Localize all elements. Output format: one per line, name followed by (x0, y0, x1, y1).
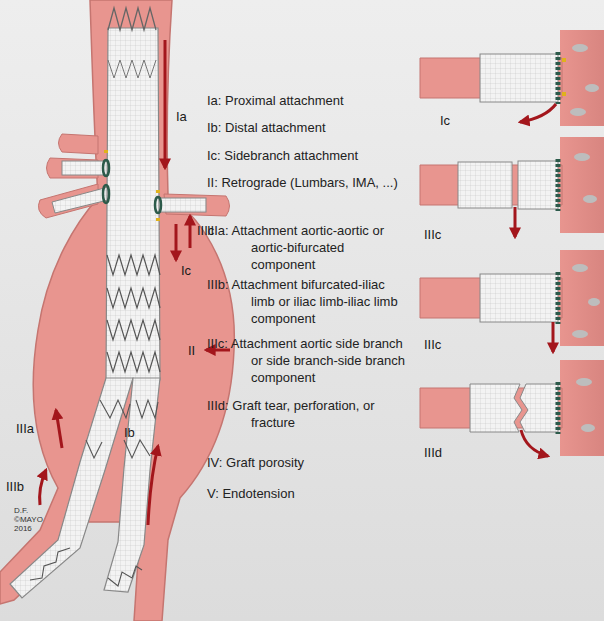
detail-panel-part (560, 137, 604, 233)
detail-panel-part (562, 58, 566, 62)
detail-panel-part (570, 108, 586, 116)
detail-panel-part (560, 250, 604, 346)
stent-graft-part (155, 197, 161, 213)
type-description: IIIc: Attachment aortic side branch or s… (207, 335, 411, 386)
callout-label: IIIb (6, 478, 24, 495)
detail-panel-part (514, 207, 517, 237)
detail-panel-part (572, 330, 588, 338)
detail-panel (420, 137, 604, 237)
callout-label: Ic (181, 262, 191, 279)
branch-stent-part (62, 161, 108, 175)
branch-stent-part (156, 198, 206, 212)
stent-graft-part (107, 320, 160, 340)
detail-panel-part (556, 272, 561, 324)
detail-panel-part (585, 84, 599, 92)
detail-panel-part (572, 264, 588, 272)
branch-stent-part (52, 187, 108, 213)
aorta-part (0, 0, 234, 621)
stent-graft-part (107, 352, 160, 372)
callout-label: II (188, 342, 195, 359)
type-description: Ia: Proximal attachment (207, 92, 411, 109)
detail-panel-part (583, 195, 597, 203)
callout-label: IIIc (424, 336, 441, 353)
detail-panel-part (562, 92, 566, 96)
stent-graft-part (103, 185, 109, 203)
detail-panel-part (552, 322, 555, 352)
detail-panel-part (518, 161, 558, 209)
detail-panel-part (574, 153, 590, 161)
callout-label: Ic (440, 112, 450, 129)
callout-label: IIId (424, 444, 442, 461)
leak-arrow-part (175, 224, 178, 260)
detail-panel-part (588, 298, 600, 306)
stent-graft-part (108, 566, 142, 586)
stent-graft-part (107, 288, 160, 308)
leak-arrow-part (148, 446, 158, 525)
detail-panel (420, 250, 604, 352)
type-description: V: Endotension (207, 485, 411, 502)
stent-graft-part (156, 190, 160, 193)
type-description: IIIb: Attachment bifurcated-iliac limb o… (207, 276, 411, 327)
callout-label: IIIc (424, 226, 441, 243)
detail-panel-part (556, 159, 561, 211)
type-description: IIId: Graft tear, perforation, or fractu… (207, 397, 411, 431)
detail-panel (420, 30, 604, 126)
leak-arrow (40, 40, 230, 525)
type-description: Ic: Sidebranch attachment (207, 147, 411, 164)
detail-panel-part (556, 52, 561, 104)
detail-panel (420, 360, 604, 456)
stent-graft-part (107, 255, 160, 275)
detail-panel-part (560, 30, 604, 126)
aorta-part (59, 134, 99, 154)
stent-graft-part (106, 28, 160, 380)
detail-panel-part (470, 384, 522, 432)
stent-graft-part (86, 440, 102, 458)
detail-panel-part (458, 162, 512, 208)
detail-panel-part (581, 424, 595, 432)
aorta (0, 0, 234, 621)
detail-panel-part (480, 274, 558, 322)
detail-panel-part (480, 54, 558, 102)
type-description: IV: Graft porosity (207, 454, 411, 471)
stent-graft-part (103, 160, 109, 176)
stent-graft-part (30, 548, 70, 580)
type-description: IIIa: Attachment aortic-aortic or aortic… (207, 222, 411, 273)
stent-graft-part (104, 378, 160, 592)
stent-graft-part (108, 8, 156, 30)
stent-graft-part (104, 150, 108, 153)
stent-graft (10, 8, 161, 598)
detail-panel-part (556, 382, 561, 434)
credit-note: D.F. ©MAYO 2016 (14, 506, 50, 534)
leak-arrow-part (40, 470, 46, 505)
stent-graft-part (108, 60, 156, 78)
stent-graft-part (100, 400, 130, 418)
leak-arrow-part (56, 410, 62, 448)
detail-panel-part (520, 384, 558, 432)
stent-graft-part (124, 440, 150, 458)
detail-panel-part (521, 430, 548, 456)
type-description: Ib: Distal attachment (207, 119, 411, 136)
callout-label: IIIa (16, 420, 34, 437)
type-description: II: Retrograde (Lumbars, IMA, ...) (207, 174, 411, 191)
leak-arrow-part (164, 40, 167, 168)
callout-label: Ia (176, 108, 187, 125)
detail-panel-part (520, 104, 556, 122)
detail-panel-part (560, 360, 604, 456)
stent-graft-part (156, 218, 160, 221)
stent-graft-part (136, 400, 158, 418)
callout-label: Ib (124, 424, 135, 441)
leak-arrow-part (189, 216, 192, 248)
detail-panel-part (572, 44, 588, 52)
detail-panel-part (576, 378, 592, 386)
